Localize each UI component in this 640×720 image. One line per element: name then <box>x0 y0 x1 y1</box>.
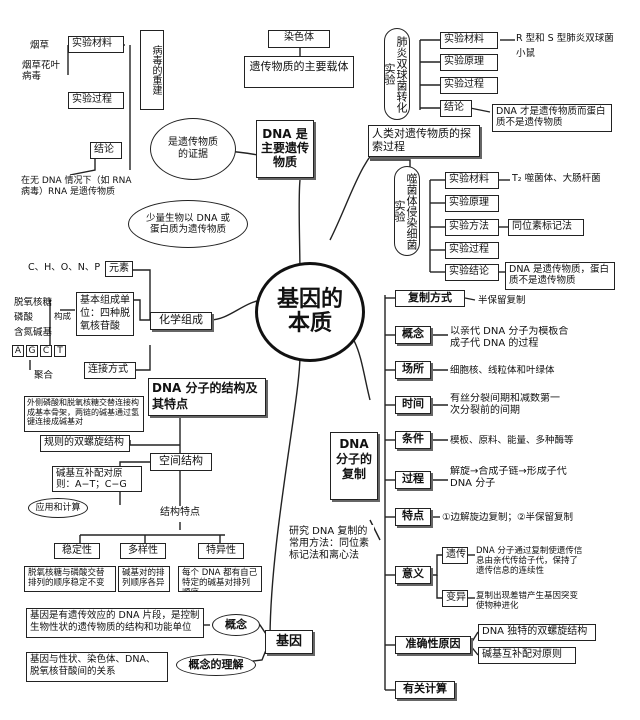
pneumo-mouse: 小鼠 <box>516 48 536 59</box>
rep-heredity-text: DNA 分子通过复制使遗传信息由亲代传给子代，保持了遗传信息的连续性 <box>476 546 583 576</box>
structure-stability: 稳定性 <box>54 543 100 559</box>
structure-desc: 外侧磷酸和脱氧核糖交替连接构成基本骨架，两链的碱基通过氢键连接成碱基对 <box>24 396 144 432</box>
structure-diversity: 多样性 <box>120 543 166 559</box>
phage-method-text: 同位素标记法 <box>508 219 584 236</box>
structure-pairing: 碱基互补配对原则：A−T；C−G <box>52 466 142 492</box>
pneumo-principle: 实验原理 <box>440 54 498 71</box>
structure-specificity-text: 每个 DNA 都有自己特定的碱基对排列顺序 <box>178 566 262 592</box>
chem-compose: 构成 <box>54 312 72 322</box>
dna-main-node: DNA 是主要遗传物质 <box>256 120 314 178</box>
rep-mode-text: 半保留复制 <box>478 295 526 306</box>
chem-base: 含氮碱基 <box>14 327 53 338</box>
minor-cloud: 少量生物以 DNA 或蛋白质为遗传物质 <box>128 200 248 248</box>
chem-phosphate: 磷酸 <box>14 312 34 323</box>
phage-materials-text: T₂ 噬菌体、大肠杆菌 <box>512 173 601 184</box>
rep-significance: 意义 <box>395 566 431 584</box>
structure-helix: 规则的双螺旋结构 <box>40 435 130 452</box>
rep-site-text: 细胞核、线粒体和叶绿体 <box>450 365 555 376</box>
virus-conclusion: 结论 <box>90 142 122 159</box>
rep-time-text: 有丝分裂间期和减数第一次分裂前的间期 <box>450 393 560 416</box>
structure-title-node: DNA 分子的结构及其特点 <box>148 378 266 416</box>
replication-title-node: DNA 分子的复制 <box>330 432 378 500</box>
rep-concept-text: 以亲代 DNA 分子为模板合成子代 DNA 的过程 <box>450 326 569 349</box>
rep-calc: 有关计算 <box>395 681 455 699</box>
rep-variation: 变异 <box>442 590 468 607</box>
rep-time: 时间 <box>395 396 431 414</box>
structure-diversity-text: 碱基对的排列顺序各异 <box>118 566 170 592</box>
phage-method: 实验方法 <box>445 219 499 236</box>
chem-bases: A G C T <box>12 345 66 357</box>
structure-stability-text: 脱氧核糖与磷酸交替排列的顺序稳定不变 <box>24 566 116 592</box>
chromosome-node: 染色体 <box>268 30 330 48</box>
phage-conclusion: 实验结论 <box>445 264 499 281</box>
rep-features: 特点 <box>395 508 431 526</box>
rep-heredity: 遗传 <box>442 547 468 564</box>
rep-accuracy-2: 碱基互补配对原则 <box>478 647 576 664</box>
pneumo-title-node: 肺炎双球菌转化实验 <box>384 28 410 120</box>
structure-spatial: 空间结构 <box>150 453 212 471</box>
rep-variation-text: 复制出现差错产生基因突变使物种进化 <box>476 591 579 611</box>
virus-tmv: 烟草花叶病毒 <box>22 60 61 82</box>
chem-polymer: 聚合 <box>34 370 54 381</box>
rep-conditions-text: 模板、原料、能量、多种酶等 <box>450 435 574 446</box>
rep-accuracy-1: DNA 独特的双螺旋结构 <box>478 624 596 641</box>
gene-understanding-text: 基因与性状、染色体、DNA、脱氧核苷酸间的关系 <box>26 652 168 682</box>
base-c: C <box>40 345 52 357</box>
chem-elements-label: 元素 <box>105 261 133 277</box>
pneumo-process: 实验过程 <box>440 77 498 94</box>
rep-accuracy: 准确性原因 <box>395 636 471 654</box>
gene-understanding: 概念的理解 <box>176 654 256 676</box>
rep-process: 过程 <box>395 471 431 489</box>
explore-node: 人类对遗传物质的探索过程 <box>368 125 480 157</box>
rep-site: 场所 <box>395 361 431 379</box>
rep-conditions: 条件 <box>395 431 431 449</box>
phage-conclusion-text: DNA 是遗传物质，蛋白质不是遗传物质 <box>505 262 615 290</box>
chem-elements: C、H、O、N、P <box>28 262 101 273</box>
base-a: A <box>12 345 24 357</box>
gene-concept-text: 基因是有遗传效应的 DNA 片段，是控制生物性状的遗传物质的结构和功能单位 <box>26 608 204 638</box>
center-title-1: 基因的 <box>276 287 343 312</box>
phage-process: 实验过程 <box>445 242 499 259</box>
chem-title-node: 化学组成 <box>150 312 212 330</box>
base-g: G <box>26 345 38 357</box>
center-node: 基因的 本质 <box>255 262 365 362</box>
rep-mode: 复制方式 <box>395 290 465 307</box>
rep-concept: 概念 <box>395 326 431 344</box>
pneumo-conclusion: 结论 <box>440 100 472 117</box>
pneumo-materials: 实验材料 <box>440 32 498 49</box>
structure-application: 应用和计算 <box>28 498 88 518</box>
center-title-2: 本质 <box>287 311 332 336</box>
pneumo-conclusion-text: DNA 才是遗传物质而蛋白质不是遗传物质 <box>492 104 612 132</box>
virus-process: 实验过程 <box>68 92 124 109</box>
chem-deoxyribose: 脱氧核糖 <box>14 297 53 308</box>
phage-principle: 实验原理 <box>445 195 499 212</box>
phage-materials: 实验材料 <box>445 172 499 189</box>
gene-title-node: 基因 <box>265 630 313 654</box>
pneumo-materials-text: R 型和 S 型肺炎双球菌 <box>516 33 614 44</box>
rep-features-text: ①边解旋边复制；②半保留复制 <box>442 512 574 523</box>
chem-linkage: 连接方式 <box>84 362 136 379</box>
virus-conclusion-text: 在无 DNA 情况下（如 RNA 病毒）RNA 是遗传物质 <box>18 175 138 205</box>
phage-title-node: 噬菌体侵染细菌实验 <box>394 166 420 256</box>
carrier-node: 遗传物质的主要载体 <box>244 56 354 88</box>
structure-specificity: 特异性 <box>198 543 244 559</box>
structure-features: 结构特点 <box>150 506 210 522</box>
virus-materials: 实验材料 <box>68 36 124 53</box>
chem-unit: 基本组成单位：四种脱氧核苷酸 <box>76 292 134 336</box>
virus-tobacco: 烟草 <box>30 40 50 51</box>
base-t: T <box>54 345 66 357</box>
rep-process-text: 解旋→合成子链→形成子代 DNA 分子 <box>450 466 567 489</box>
evidence-cloud: 是遗传物质的证据 <box>150 118 236 180</box>
virus-title-node: 病毒的重建 <box>140 30 164 110</box>
gene-concept: 概念 <box>212 614 260 636</box>
rep-research: 研究 DNA 复制的常用方法：同位素标记法和离心法 <box>286 525 374 573</box>
